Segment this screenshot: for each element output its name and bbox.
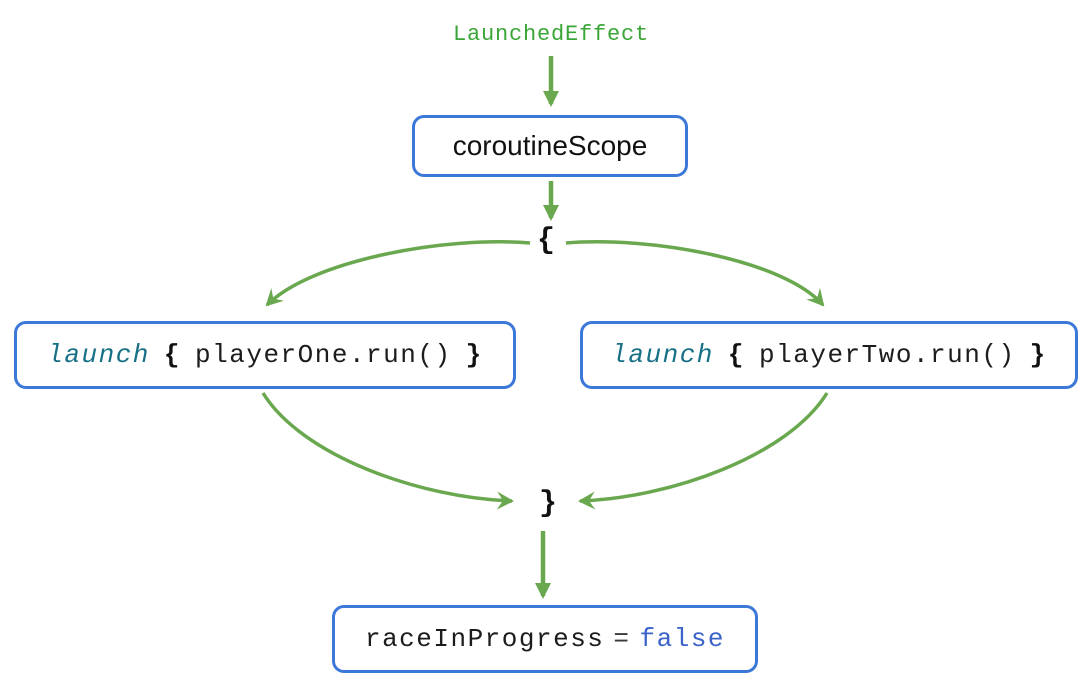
- arrow-fork-to-left-launch: [265, 240, 531, 307]
- open-brace: {: [163, 340, 182, 370]
- player-two-code: playerTwo.run(): [759, 340, 1016, 370]
- launch-keyword: launch: [47, 340, 150, 370]
- coroutinescope-label: coroutineScope: [452, 130, 648, 161]
- close-brace: }: [1029, 340, 1047, 370]
- race-in-progress-node: raceInProgress = false: [332, 605, 758, 673]
- player-one-code: playerOne.run(): [195, 340, 452, 370]
- coroutinescope-node: coroutineScope: [412, 115, 688, 177]
- join-close-brace: }: [538, 487, 558, 521]
- launch-player-two-node: launch { playerTwo.run() }: [580, 321, 1078, 389]
- false-value: false: [639, 624, 726, 654]
- launchedeffect-label: LaunchedEffect: [452, 22, 650, 47]
- fork-open-brace: {: [536, 224, 556, 258]
- arrow-left-launch-to-join: [261, 392, 514, 510]
- equals-sign: =: [613, 624, 631, 654]
- open-brace: {: [727, 340, 746, 370]
- close-brace: }: [465, 340, 483, 370]
- race-in-progress-variable: raceInProgress: [364, 624, 605, 654]
- arrow-right-launch-to-join: [578, 392, 829, 510]
- launch-player-one-node: launch { playerOne.run() }: [14, 321, 516, 389]
- arrow-fork-to-right-launch: [565, 240, 825, 307]
- launch-keyword: launch: [611, 340, 714, 370]
